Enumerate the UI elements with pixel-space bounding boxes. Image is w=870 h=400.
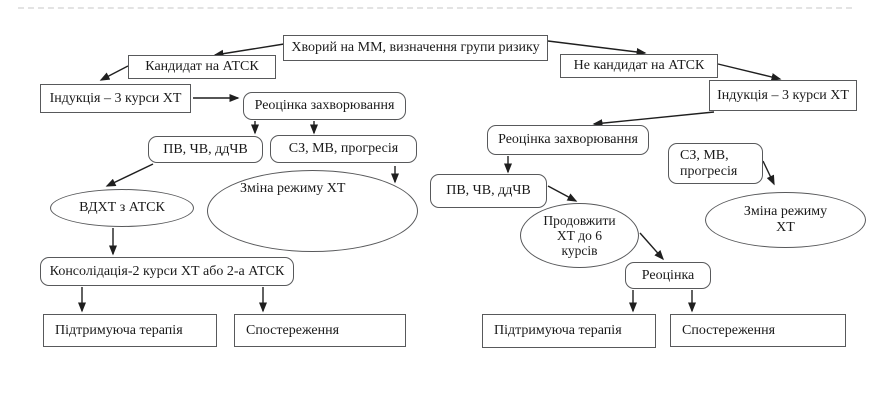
node-candidate-label: Кандидат на АТСК <box>145 59 259 75</box>
node-consolidation-label: Консолідація-2 курси ХТ або 2-а АТСК <box>49 263 285 279</box>
node-observation-left: Спостереження <box>234 314 406 347</box>
node-response-right: ПВ, ЧВ, ддЧВ <box>430 174 547 208</box>
node-progression-right-label: СЗ, МВ, прогресія <box>680 147 738 179</box>
node-progression-left-label: СЗ, МВ, прогресія <box>288 141 399 157</box>
node-consolidation: Консолідація-2 курси ХТ або 2-а АТСК <box>40 257 294 286</box>
node-maintenance-left-label: Підтримуюча терапія <box>55 322 183 338</box>
node-observation-left-label: Спостереження <box>246 322 340 338</box>
node-response-left: ПВ, ЧВ, ддЧВ <box>148 136 263 163</box>
node-reassess-right-label: Реоцінка захворювання <box>498 132 638 148</box>
node-response-right-label: ПВ, ЧВ, ддЧВ <box>446 183 531 199</box>
node-change-regimen-left-label: Зміна режиму ХТ <box>240 181 346 196</box>
node-maintenance-right: Підтримуюча терапія <box>482 314 656 348</box>
node-response-left-label: ПВ, ЧВ, ддЧВ <box>163 141 248 157</box>
scan-artifact-line <box>18 7 852 9</box>
node-change-regimen-left: Зміна режиму ХТ <box>207 170 418 252</box>
node-progression-left: СЗ, МВ, прогресія <box>270 135 417 163</box>
node-reassess-2-label: Реоцінка <box>641 267 695 283</box>
node-observation-right-label: Спостереження <box>682 322 776 338</box>
node-induction-right-label: Індукція – 3 курси ХТ <box>717 87 849 103</box>
node-reassess-left-label: Реоцінка захворювання <box>254 98 395 114</box>
node-progression-right: СЗ, МВ, прогресія <box>668 143 763 184</box>
node-vdht: ВДХТ з АТСК <box>50 189 194 227</box>
node-candidate: Кандидат на АТСК <box>128 55 276 79</box>
node-change-regimen-right-label: Зміна режиму ХТ <box>743 204 828 235</box>
node-maintenance-left: Підтримуюча терапія <box>43 314 217 347</box>
node-change-regimen-right: Зміна режиму ХТ <box>705 192 866 248</box>
node-maintenance-right-label: Підтримуюча терапія <box>494 323 622 339</box>
node-observation-right: Спостереження <box>670 314 846 347</box>
node-reassess-2: Реоцінка <box>625 262 711 289</box>
node-not-candidate: Не кандидат на АТСК <box>560 54 718 78</box>
node-root-label: Хворий на ММ, визначення групи ризику <box>291 40 540 56</box>
node-root: Хворий на ММ, визначення групи ризику <box>283 35 548 61</box>
node-induction-left: Індукція – 3 курси ХТ <box>40 84 191 113</box>
node-vdht-label: ВДХТ з АТСК <box>79 200 165 216</box>
node-continue-ht: Продовжити ХТ до 6 курсів <box>520 203 639 268</box>
node-not-candidate-label: Не кандидат на АТСК <box>573 58 705 74</box>
node-reassess-right: Реоцінка захворювання <box>487 125 649 155</box>
node-continue-ht-label: Продовжити ХТ до 6 курсів <box>543 212 616 259</box>
node-reassess-left: Реоцінка захворювання <box>243 92 406 120</box>
node-induction-right: Індукція – 3 курси ХТ <box>709 80 857 111</box>
node-induction-left-label: Індукція – 3 курси ХТ <box>49 90 182 106</box>
